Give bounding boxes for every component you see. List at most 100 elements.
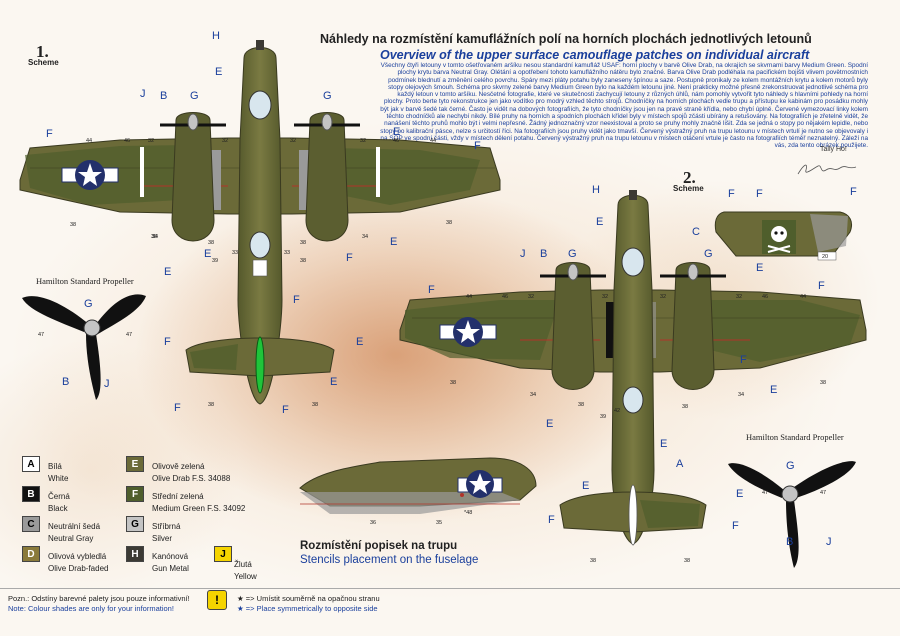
propeller-title-right: Hamilton Standard Propeller — [746, 432, 844, 442]
stencil-number: 33 — [232, 250, 239, 256]
callout-g: G — [323, 90, 332, 102]
scheme-2-number: 2. — [683, 168, 696, 187]
stencil-number: 44 — [430, 138, 437, 144]
footer-divider — [0, 588, 900, 589]
stencil-title-cz: Rozmístění popisek na trupu — [300, 540, 458, 552]
callout-e: E — [393, 126, 401, 138]
stencil-number: 39 — [600, 414, 607, 420]
callout-f: F — [850, 186, 857, 198]
legend-label-cz: Střední zelená — [152, 492, 204, 501]
stencil-number: 38 — [578, 402, 585, 408]
callout-f: F — [756, 188, 763, 200]
stencil-number: 44 — [800, 294, 807, 300]
callout-g: G — [84, 298, 93, 310]
aircraft-scheme-1 — [19, 40, 501, 405]
legend-swatch-h: H — [126, 546, 144, 562]
legend-swatch-g: G — [126, 516, 144, 532]
page-title-cz: Náhledy na rozmístění kamuflážních polí … — [320, 32, 812, 46]
callout-g: G — [190, 90, 199, 102]
stencil-number: 46 — [762, 294, 769, 300]
callout-j: J — [826, 536, 832, 548]
legend-label-cz: Bílá — [48, 462, 62, 471]
callout-e: E — [756, 262, 764, 274]
stencil-number: 38 — [590, 558, 597, 564]
callout-e: E — [215, 66, 223, 78]
aircraft-scheme-2 — [399, 190, 867, 546]
callout-e: E — [660, 438, 668, 450]
legend-swatch-b: B — [22, 486, 40, 502]
callout-a: A — [676, 458, 684, 470]
legend-swatch-a: A — [22, 456, 40, 472]
footer-star-note-cz: ★ => Umístit souměrně na opačnou stranu — [237, 594, 380, 603]
callout-f: F — [428, 284, 435, 296]
stencil-number: 32 — [290, 138, 297, 144]
stencil-number: 38 — [208, 240, 215, 246]
callout-e: E — [164, 266, 172, 278]
stencil-number: 36 — [370, 520, 377, 526]
propeller-right — [728, 461, 856, 568]
legend-label-en: Yellow — [234, 572, 257, 581]
legend-label-en: Olive Drab-faded — [48, 564, 109, 573]
legend-item-a: A Bílá White — [22, 456, 68, 483]
callout-f: F — [346, 252, 353, 264]
stencil-number: 32 — [660, 294, 667, 300]
callout-f: F — [293, 294, 300, 306]
stencil-number: 33 — [284, 250, 291, 256]
legend-swatch-e: E — [126, 456, 144, 472]
legend-item-h: H Kanónová Gun Metal — [126, 546, 189, 573]
stencil-number: 32 — [528, 294, 535, 300]
callout-f: F — [728, 188, 735, 200]
legend-swatch-f: F — [126, 486, 144, 502]
callout-e: E — [356, 336, 364, 348]
legend-label-en: Olive Drab F.S. 34088 — [152, 474, 231, 483]
stencil-number: 32 — [736, 294, 743, 300]
legend-item-f: F Střední zelená Medium Green F.S. 34092 — [126, 486, 245, 513]
legend-item-g: G Stříbrná Silver — [126, 516, 180, 543]
stencil-number: 38 — [208, 402, 215, 408]
callout-f: F — [740, 354, 747, 366]
callout-f: F — [282, 404, 289, 416]
callout-g: G — [568, 248, 577, 260]
propeller-title-left: Hamilton Standard Propeller — [36, 276, 134, 286]
stencil-number: 34 — [530, 392, 537, 398]
callout-f: F — [474, 140, 481, 152]
legend-label-en: Neutral Gray — [48, 534, 94, 543]
stencil-number: 47 — [820, 490, 827, 496]
stencil-number: 38 — [300, 258, 307, 264]
stencil-number: 44 — [466, 294, 473, 300]
stencil-number: 38 — [70, 222, 77, 228]
callout-f: F — [732, 520, 739, 532]
legend-item-e: E Olivově zelená Olive Drab F.S. 34088 — [126, 456, 230, 483]
stencil-number: 34 — [362, 234, 369, 240]
stencil-number: 32 — [148, 138, 155, 144]
callout-c: C — [692, 226, 700, 238]
callout-h: H — [212, 30, 220, 42]
legend-label-cz: Žlutá — [234, 560, 252, 569]
callout-j: J — [520, 248, 526, 260]
callout-h: H — [592, 184, 600, 196]
legend-label-en: Black — [48, 504, 68, 513]
footer-star-note-en: ★ => Place symmetrically to opposite sid… — [237, 604, 378, 613]
callout-f: F — [174, 402, 181, 414]
callout-b: B — [786, 536, 794, 548]
stencil-number: 42 — [614, 408, 621, 414]
callout-j: J — [140, 88, 146, 100]
stencil-number: 32 — [360, 138, 367, 144]
signature-graphic — [797, 164, 857, 175]
legend-label-cz: Stříbrná — [152, 522, 181, 531]
callout-e: E — [546, 418, 554, 430]
callout-f: F — [818, 280, 825, 292]
description-text: Všechny čtyři letouny v tomto ošetřované… — [380, 62, 868, 150]
stencil-number: 35 — [436, 520, 443, 526]
warning-icon: ! — [207, 590, 227, 610]
legend-label-cz: Černá — [48, 492, 70, 501]
stencil-number: 32 — [222, 138, 229, 144]
callout-b: B — [540, 248, 548, 260]
stencil-number: 46 — [393, 138, 400, 144]
stencil-number: 46 — [502, 294, 509, 300]
callout-b: B — [160, 90, 168, 102]
callout-e: E — [596, 216, 604, 228]
fuselage-side-view — [299, 457, 537, 514]
stencil-number: 38 — [151, 234, 158, 240]
legend-label-cz: Kanónová — [152, 552, 189, 561]
